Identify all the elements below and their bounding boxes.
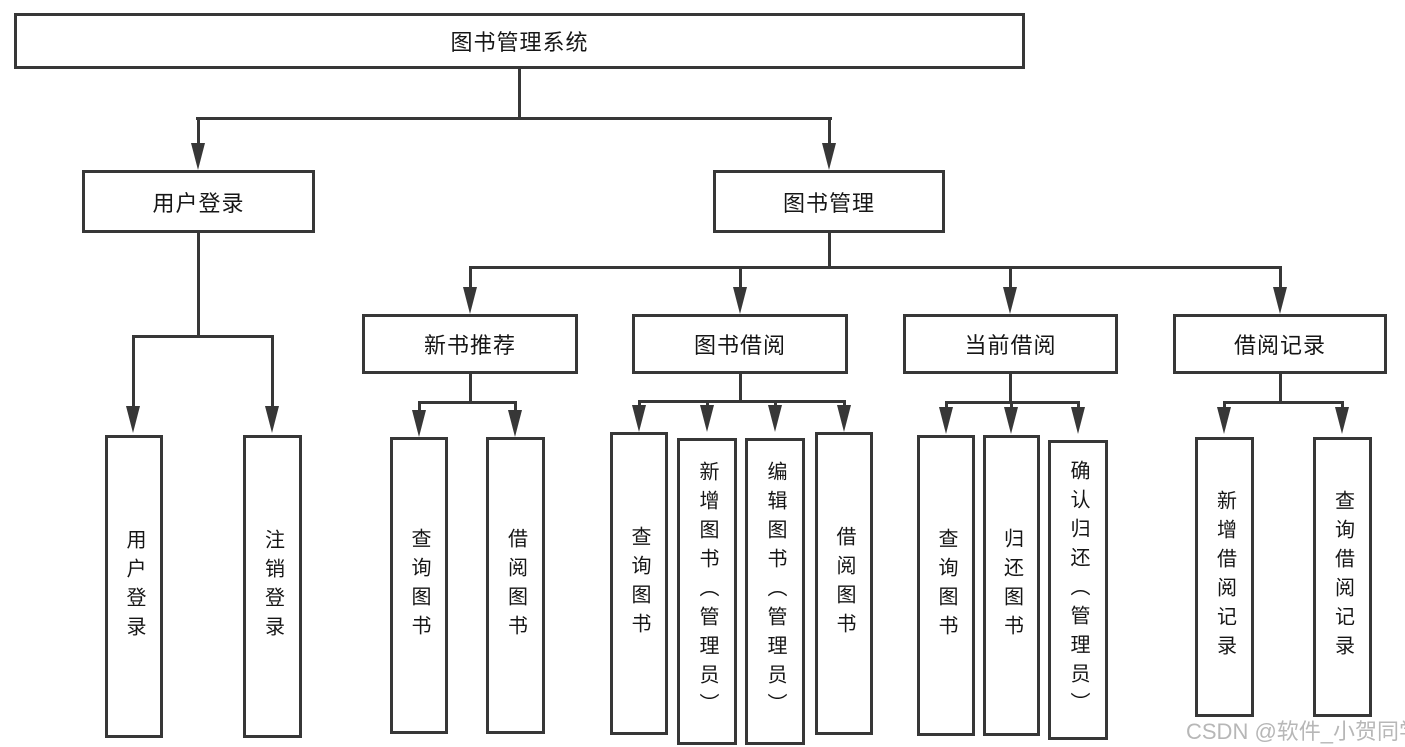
connector-line-v xyxy=(706,400,709,409)
connector-line-h xyxy=(469,266,1282,269)
connector-line-v xyxy=(1010,401,1013,411)
connector-line-v xyxy=(1009,266,1012,290)
arrowhead-down xyxy=(1004,407,1018,434)
connector-line-v xyxy=(843,400,846,409)
leaf-record-query-record: 查询借阅记录 xyxy=(1313,437,1372,717)
connector-line-h xyxy=(196,117,832,120)
node-borrow-record-label: 借阅记录 xyxy=(1233,333,1326,358)
node-book-mgmt: 图书管理 xyxy=(713,170,945,233)
leaf-record-add-record: 新增借阅记录 xyxy=(1195,437,1254,717)
connector-line-v xyxy=(828,231,831,269)
leaf-current-query-books: 查询图书 xyxy=(917,435,975,736)
leaf-borrow-borrow-books-label: 借阅图书 xyxy=(833,525,855,642)
arrowhead-down xyxy=(632,405,646,432)
node-new-book-rec: 新书推荐 xyxy=(362,314,578,374)
arrowhead-down xyxy=(939,407,953,434)
connector-line-v xyxy=(739,372,742,402)
arrowhead-down xyxy=(1335,407,1349,434)
node-book-mgmt-label: 图书管理 xyxy=(782,190,875,216)
connector-line-v xyxy=(828,117,831,146)
leaf-current-query-books-label: 查询图书 xyxy=(935,527,957,644)
arrowhead-down xyxy=(733,287,747,314)
connector-line-v xyxy=(518,66,521,119)
leaf-record-add-record-label: 新增借阅记录 xyxy=(1213,490,1236,664)
connector-line-v xyxy=(197,231,200,337)
arrowhead-down xyxy=(822,143,836,170)
connector-line-v xyxy=(1279,372,1282,403)
connector-line-v xyxy=(774,400,777,409)
connector-line-v xyxy=(1341,401,1344,411)
leaf-borrow-edit-books: 编辑图书（管理员） xyxy=(745,438,805,745)
connector-line-v xyxy=(469,266,472,290)
connector-line-v xyxy=(514,401,517,413)
leaf-record-query-record-label: 查询借阅记录 xyxy=(1331,490,1354,664)
connector-line-h xyxy=(418,401,517,404)
watermark-text: CSDN @软件_小贺同学 xyxy=(1186,719,1405,744)
leaf-logout-login: 注销登录 xyxy=(243,435,302,738)
arrowhead-down xyxy=(463,287,477,314)
connector-line-v xyxy=(638,400,641,409)
connector-line-v xyxy=(1009,372,1012,403)
arrowhead-down xyxy=(1217,407,1231,434)
arrowhead-down xyxy=(126,406,140,433)
connector-line-v xyxy=(1223,401,1226,411)
node-new-book-rec-label: 新书推荐 xyxy=(423,333,516,358)
leaf-current-confirm-return: 确认归还（管理员） xyxy=(1048,440,1108,740)
connector-line-v xyxy=(132,335,135,409)
node-borrow-record: 借阅记录 xyxy=(1173,314,1387,374)
leaf-borrow-query-books: 查询图书 xyxy=(610,432,668,735)
connector-line-h xyxy=(132,335,273,338)
arrowhead-down xyxy=(265,406,279,433)
connector-line-v xyxy=(1279,266,1282,290)
connector-line-h xyxy=(1223,401,1344,404)
connector-line-v xyxy=(1077,401,1080,411)
node-user-login-label: 用户登录 xyxy=(152,190,245,216)
arrowhead-down xyxy=(508,410,522,437)
arrowhead-down xyxy=(700,405,714,432)
node-current-borrow-label: 当前借阅 xyxy=(964,333,1057,358)
leaf-borrow-add-books: 新增图书（管理员） xyxy=(677,438,737,745)
leaf-user-login: 用户登录 xyxy=(105,435,163,738)
node-user-login: 用户登录 xyxy=(82,170,315,233)
arrowhead-down xyxy=(191,143,205,170)
leaf-user-login-label: 用户登录 xyxy=(123,528,145,645)
arrowhead-down xyxy=(1273,287,1287,314)
connector-line-v xyxy=(197,117,200,146)
arrowhead-down xyxy=(412,410,426,437)
leaf-current-return-books-label: 归还图书 xyxy=(1000,527,1023,644)
node-book-borrow: 图书借阅 xyxy=(632,314,848,374)
leaf-borrow-query-books-label: 查询图书 xyxy=(628,525,650,642)
leaf-borrow-borrow-books: 借阅图书 xyxy=(815,432,873,735)
connector-line-v xyxy=(945,401,948,411)
node-current-borrow: 当前借阅 xyxy=(903,314,1118,374)
leaf-newrec-borrow-books: 借阅图书 xyxy=(486,437,545,734)
node-book-borrow-label: 图书借阅 xyxy=(693,333,786,358)
connector-line-v xyxy=(739,266,742,290)
leaf-borrow-add-books-label: 新增图书（管理员） xyxy=(696,461,718,722)
leaf-newrec-query-books: 查询图书 xyxy=(390,437,448,734)
leaf-newrec-query-books-label: 查询图书 xyxy=(408,527,430,644)
arrowhead-down xyxy=(837,405,851,432)
connector-line-v xyxy=(271,335,274,409)
node-root-label: 图书管理系统 xyxy=(450,30,589,55)
connector-line-h xyxy=(638,400,846,403)
connector-line-v xyxy=(418,401,421,413)
arrowhead-down xyxy=(1003,287,1017,314)
arrowhead-down xyxy=(1071,407,1085,434)
arrowhead-down xyxy=(768,405,782,432)
leaf-newrec-borrow-books-label: 借阅图书 xyxy=(504,527,527,644)
leaf-borrow-edit-books-label: 编辑图书（管理员） xyxy=(764,461,786,722)
node-root: 图书管理系统 xyxy=(14,13,1025,69)
connector-line-v xyxy=(469,372,472,403)
leaf-current-return-books: 归还图书 xyxy=(983,435,1040,736)
leaf-logout-login-label: 注销登录 xyxy=(261,528,284,645)
leaf-current-confirm-return-label: 确认归还（管理员） xyxy=(1067,459,1089,721)
